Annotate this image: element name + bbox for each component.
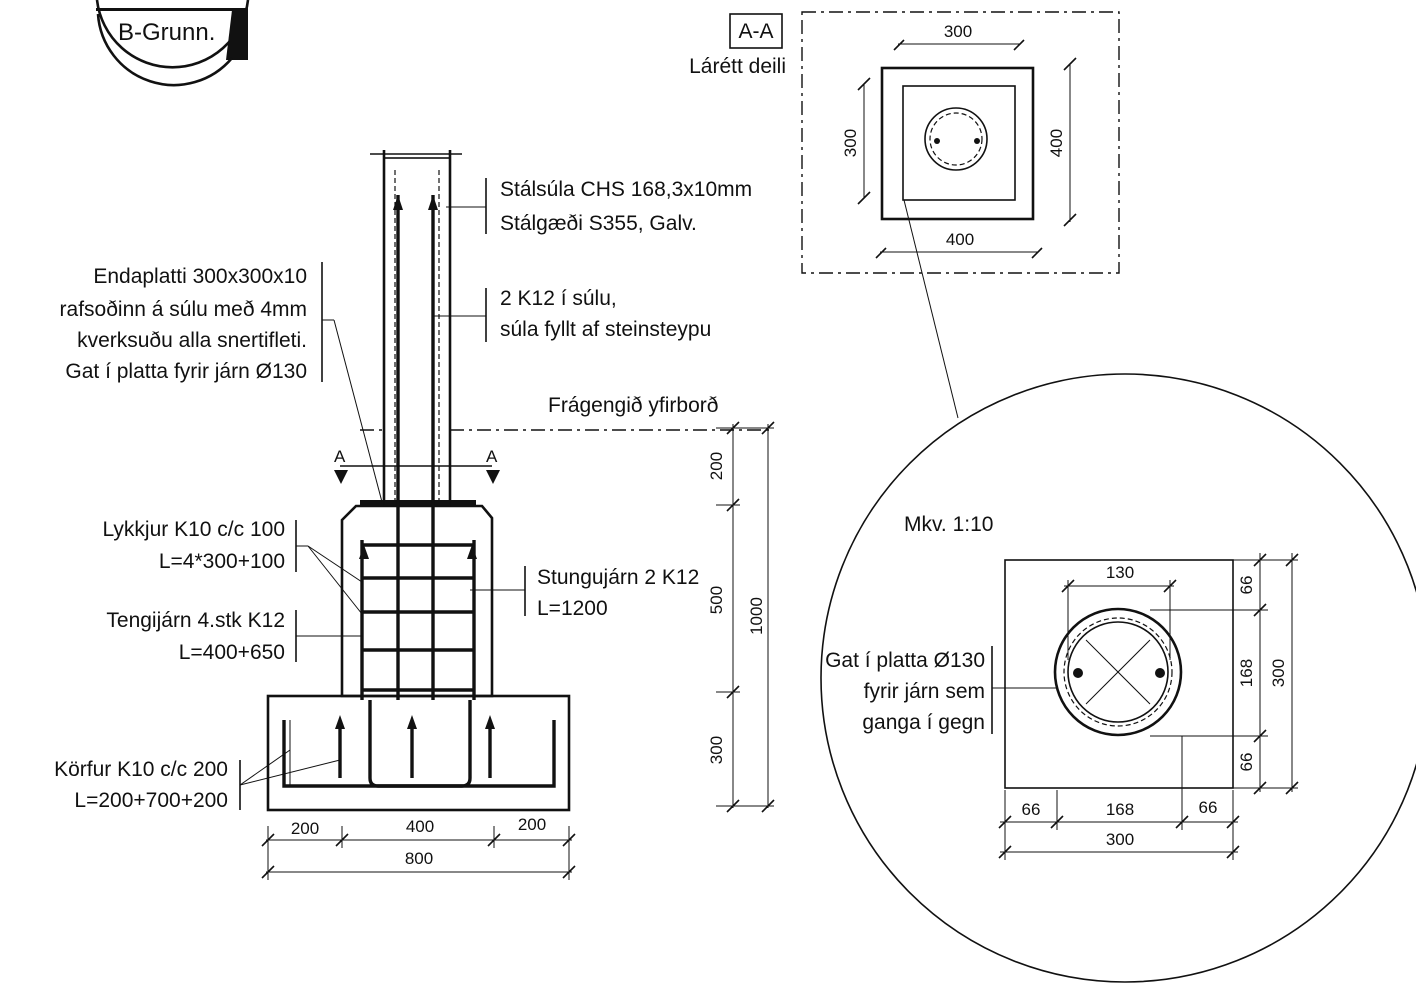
cut-letter-right: A <box>486 447 498 466</box>
detail-hole-label-3: ganga í gegn <box>862 711 985 734</box>
label-column-fill-1: 2 K12 í súlu, <box>500 287 617 310</box>
label-end-plate-4: Gat í platta fyrir járn Ø130 <box>65 360 307 383</box>
label-ties-1: Tengijárn 4.stk K12 <box>106 609 285 632</box>
elevation-dimensions: 200 400 200 800 200 500 300 1000 <box>261 421 775 880</box>
detail-dim-bottom-1: 66 <box>1022 800 1041 819</box>
hole-detail: Mkv. 1:10 Gat í platta Ø130 fyrir járn s… <box>820 373 1416 983</box>
section-caption: Lárétt deili <box>689 55 786 78</box>
section-dim-top: 300 <box>944 22 972 41</box>
label-end-plate-1: Endaplatti 300x300x10 <box>93 265 307 288</box>
label-stirrups-2: L=4*300+100 <box>159 550 285 573</box>
label-ties-2: L=400+650 <box>179 641 285 664</box>
detail-plate <box>1004 559 1234 789</box>
detail-hole-label-1: Gat í platta Ø130 <box>825 649 985 672</box>
label-column-fill-2: súla fyllt af steinsteypu <box>500 318 711 341</box>
section-tag-box <box>729 13 783 49</box>
detail-dim-right-2: 168 <box>1237 659 1256 687</box>
section-frame <box>801 11 1120 274</box>
label-dowels-2: L=1200 <box>537 597 608 620</box>
detail-dim-right-1: 66 <box>1237 576 1256 595</box>
pedestal-outline <box>880 66 1035 221</box>
label-end-plate-3: kverksuðu alla snertifleti. <box>77 329 307 352</box>
label-surface: Frágengið yfirborð <box>548 394 718 417</box>
dim-vertical-total: 1000 <box>747 597 766 635</box>
section-dim-right: 400 <box>1047 129 1066 157</box>
label-column-steel-2: Stálgæði S355, Galv. <box>500 212 697 235</box>
detail-dim-bottom-3: 66 <box>1199 798 1218 817</box>
dim-bottom-part-2: 400 <box>406 817 434 836</box>
detail-hole-outer <box>1053 607 1183 737</box>
stirrups <box>360 540 476 700</box>
end-plate <box>360 500 476 507</box>
detail-dim-top: 130 <box>1106 563 1134 582</box>
detail-circle <box>820 373 1416 983</box>
detail-scale: Mkv. 1:10 <box>904 513 993 536</box>
label-stirrups-1: Lykkjur K10 c/c 100 <box>103 518 285 541</box>
steel-column <box>383 157 451 507</box>
label-end-plate-2: rafsoðinn á súlu með 4mm <box>60 298 307 321</box>
dim-bottom-total: 800 <box>405 849 433 868</box>
dim-vertical-part-2: 500 <box>707 586 726 614</box>
footing-base <box>266 694 571 812</box>
label-column-steel-1: Stálsúla CHS 168,3x10mm <box>500 178 752 201</box>
dim-bottom-part-3: 200 <box>518 815 546 834</box>
section-dim-left: 300 <box>841 129 860 157</box>
detail-dim-bottom-2: 168 <box>1106 800 1134 819</box>
detail-dim-right-total: 300 <box>1269 659 1288 687</box>
label-baskets-1: Körfur K10 c/c 200 <box>54 758 228 781</box>
label-baskets-2: L=200+700+200 <box>74 789 228 812</box>
dim-vertical-part-3: 300 <box>707 736 726 764</box>
title-block: B-Grunn. <box>95 0 250 87</box>
foundation-elevation: A A <box>266 150 770 812</box>
cut-letter-left: A <box>334 447 346 466</box>
plate-outline <box>902 85 1016 201</box>
detail-dim-right-3: 66 <box>1237 753 1256 772</box>
section-tag: A-A <box>738 20 773 43</box>
section-a-a: A-A Lárétt deili 300 300 400 400 <box>689 11 1120 419</box>
detail-hole-label-2: fyrir járn sem <box>864 680 985 703</box>
dim-bottom-part-1: 200 <box>291 819 319 838</box>
elevation-labels: Stálsúla CHS 168,3x10mm Stálgæði S355, G… <box>54 178 752 812</box>
dim-vertical-part-1: 200 <box>707 452 726 480</box>
pedestal <box>340 504 494 698</box>
label-dowels-1: Stungujárn 2 K12 <box>537 566 699 589</box>
detail-dim-bottom-total: 300 <box>1106 830 1134 849</box>
section-dim-bottom: 400 <box>946 230 974 249</box>
title-block-label: B-Grunn. <box>118 19 215 46</box>
